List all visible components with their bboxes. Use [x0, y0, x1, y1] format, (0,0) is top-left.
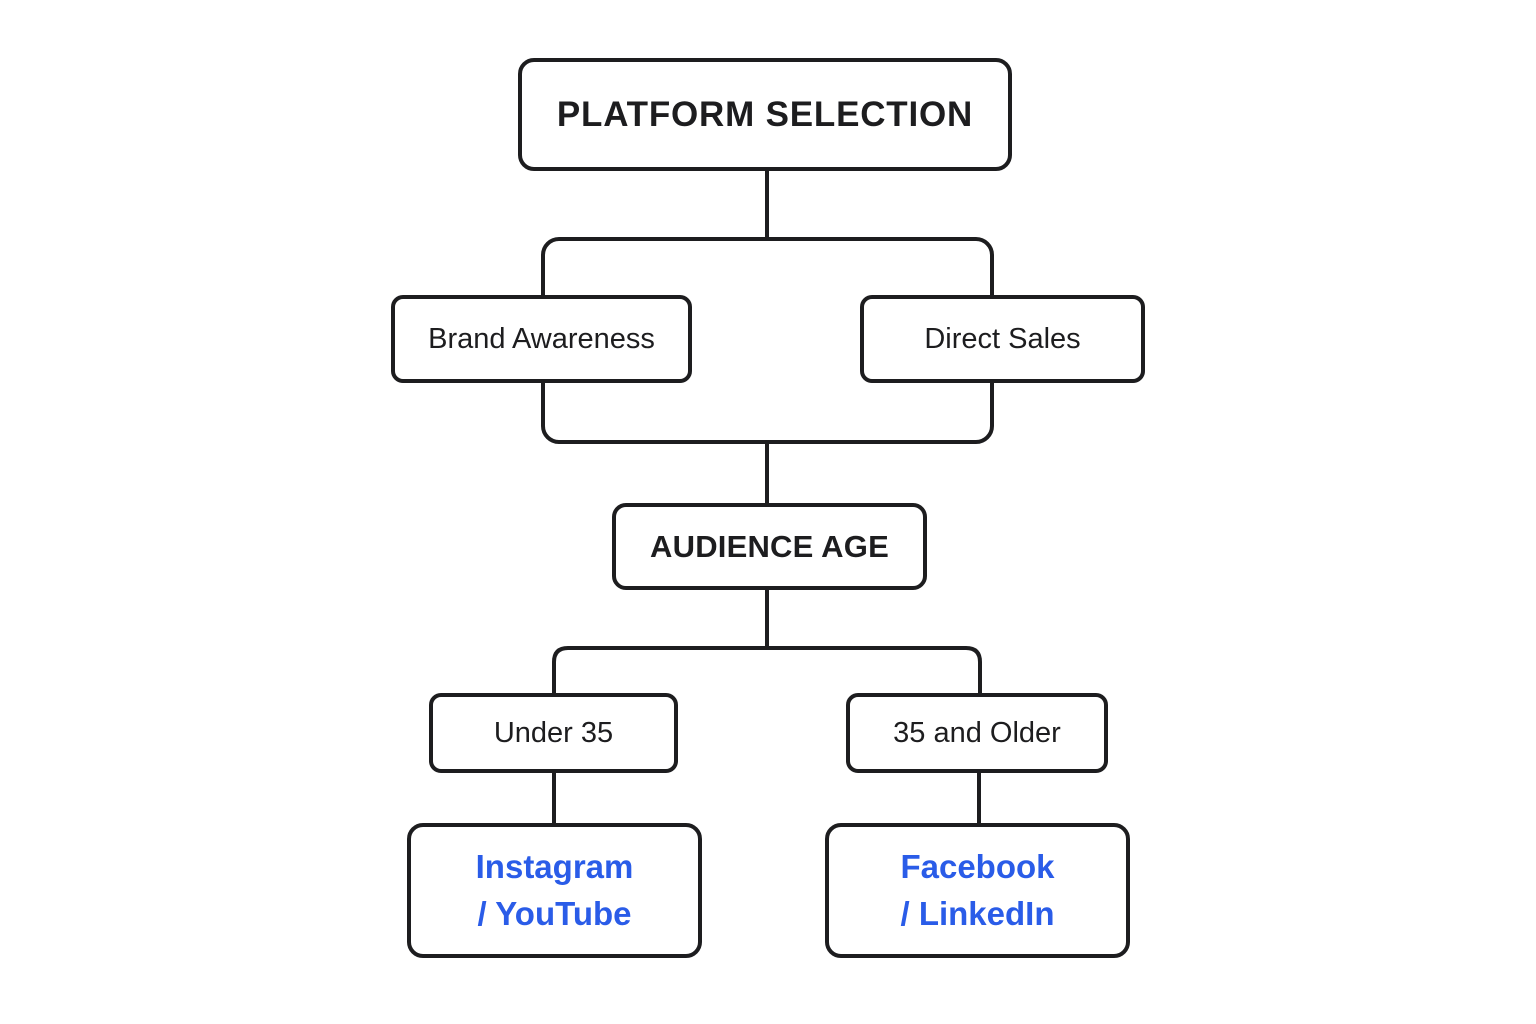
node-facebook-linkedin-line1: Facebook: [900, 848, 1055, 886]
node-brand-awareness: Brand Awareness: [391, 295, 692, 383]
node-instagram-youtube-line2: / YouTube: [477, 894, 632, 932]
node-instagram-youtube: Instagram / YouTube: [407, 823, 702, 958]
node-35-and-older: 35 and Older: [846, 693, 1108, 773]
node-direct-sales-label: Direct Sales: [924, 322, 1081, 355]
node-direct-sales: Direct Sales: [860, 295, 1145, 383]
node-platform-selection-label: PLATFORM SELECTION: [556, 94, 974, 134]
branch-bar: [552, 646, 982, 695]
node-under-35-label: Under 35: [493, 716, 614, 749]
node-audience-age-label: AUDIENCE AGE: [650, 528, 889, 564]
node-facebook-linkedin: Facebook / LinkedIn: [825, 823, 1130, 958]
node-audience-age: AUDIENCE AGE: [612, 503, 927, 590]
node-facebook-linkedin-line2: / LinkedIn: [900, 894, 1055, 932]
node-brand-awareness-label: Brand Awareness: [428, 322, 655, 355]
node-instagram-youtube-line1: Instagram: [475, 848, 634, 886]
node-35-and-older-label: 35 and Older: [893, 716, 1061, 749]
node-platform-selection: PLATFORM SELECTION: [518, 58, 1012, 171]
node-under-35: Under 35: [429, 693, 678, 773]
